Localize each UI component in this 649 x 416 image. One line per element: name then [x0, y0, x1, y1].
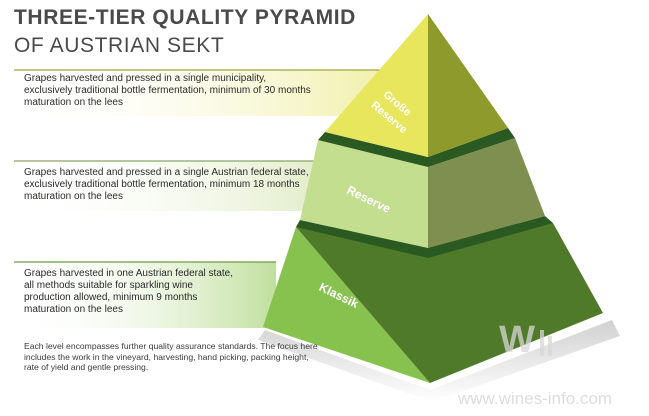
quality-note: Each level encompasses further quality a…: [24, 341, 318, 372]
watermark-logo: W: [499, 319, 552, 361]
tier-description-klassik: Grapes harvested in one Austrian federal…: [24, 268, 234, 315]
watermark-logo-bar: [540, 330, 544, 356]
diagram-title-line2: OF AUSTRIAN SEKT: [14, 34, 225, 57]
tier-description-grosse-reserve: Grapes harvested and pressed in a single…: [24, 73, 311, 108]
tier-band-top: [14, 70, 386, 116]
watermark-logo-bar: [548, 336, 552, 356]
tier-reserve-face-left: [300, 140, 428, 248]
tier-band-mid: [14, 161, 336, 211]
tier-grosse-reserve-face-left: [325, 14, 428, 157]
tier-reserve-face-right: [428, 138, 545, 248]
tier-klassik-face-right: [296, 223, 603, 383]
tier-klassik-face-left: [263, 227, 430, 383]
pyramid-shadow: [258, 320, 620, 402]
tier-klassik-top: [296, 216, 553, 258]
tier-grosse-reserve-face-right: [428, 14, 508, 157]
tier-description-reserve: Grapes harvested and pressed in a single…: [24, 167, 309, 202]
diagram-title-line1: THREE-TIER QUALITY PYRAMID: [14, 6, 356, 29]
watermark-text: www.wines-info.com: [457, 389, 612, 408]
tier-band-bot: [14, 262, 276, 328]
watermark-logo-glyph: W: [499, 319, 535, 361]
tier-reserve-top: [318, 128, 515, 167]
